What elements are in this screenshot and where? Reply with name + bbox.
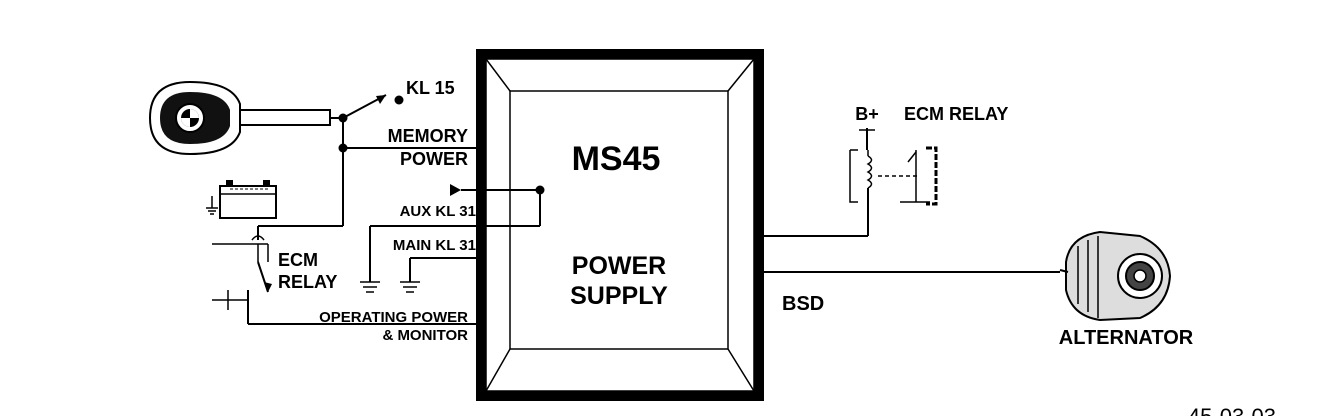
memory-label: MEMORY <box>388 126 468 146</box>
module-name: MS45 <box>572 140 661 178</box>
ms45-module: MS45 POWER SUPPLY <box>476 49 764 401</box>
b-plus-label: B+ <box>855 104 879 124</box>
ecm-relay-label-line1: ECM <box>278 250 318 270</box>
module-label-line1: POWER <box>572 252 666 280</box>
alternator-icon <box>1059 230 1172 322</box>
aux-kl31-wire <box>369 184 545 282</box>
alternator-label: ALTERNATOR <box>1059 327 1194 349</box>
figure-id: 45-03-03 <box>1188 404 1276 416</box>
main-kl31-label: MAIN KL 31 <box>393 237 476 254</box>
relay-icon <box>764 128 938 237</box>
ecm-relay-right-label: ECM RELAY <box>904 104 1008 124</box>
monitor-label: & MONITOR <box>382 327 468 344</box>
main-kl31-wire <box>409 257 476 282</box>
key-icon <box>148 80 331 156</box>
ignition-switch <box>330 94 476 226</box>
ground-icon <box>360 281 380 293</box>
operating-power-label: OPERATING POWER <box>319 309 468 326</box>
power-label: POWER <box>400 149 468 169</box>
bsd-label: BSD <box>782 293 824 315</box>
aux-kl31-label: AUX KL 31 <box>400 203 476 220</box>
kl15-label: KL 15 <box>406 78 455 98</box>
battery-icon <box>206 180 277 219</box>
ecm-relay-left <box>212 225 476 325</box>
ground-icon-main <box>400 281 420 293</box>
module-label-line2: SUPPLY <box>570 282 668 310</box>
ecm-relay-label-line2: RELAY <box>278 272 337 292</box>
